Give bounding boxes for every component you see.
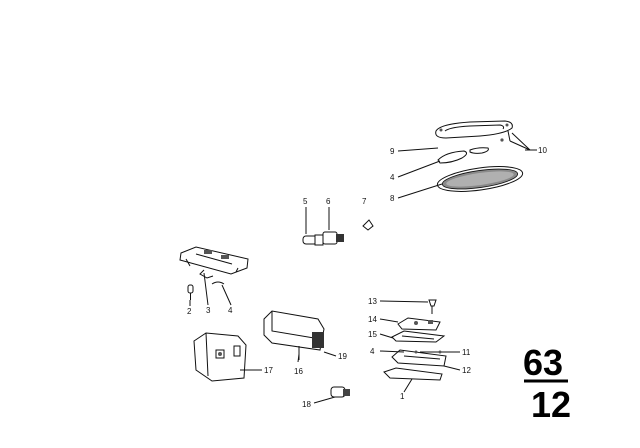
callout-1: 1 [400,392,405,401]
callout-13: 13 [368,297,377,306]
lens-strip-part [391,349,447,367]
callout-15: 15 [368,330,377,339]
callout-19: 19 [338,352,347,361]
terminal-block-part [193,332,247,382]
callout-6: 6 [326,197,331,206]
cap-part [362,219,374,231]
subsection-number: 12 [531,384,571,425]
callout-2: 2 [187,307,192,316]
screw-part [187,284,194,300]
connector-housing-part [263,310,325,360]
callout-17: 17 [264,366,273,375]
callout-16: 16 [294,367,303,376]
housing-part [383,367,443,381]
callout-12: 12 [462,366,471,375]
callout-11: 11 [462,348,471,357]
callout-8: 8 [390,194,395,203]
lens-frame-part [435,120,513,142]
section-number: 63 [523,342,563,383]
callout-14: 14 [368,315,377,324]
gasket-part [437,147,489,164]
bulb-part [302,234,324,246]
callout-4-top: 4 [390,173,395,182]
lamp-holder-part [179,246,249,275]
callout-9: 9 [390,147,395,156]
lens-part [436,166,524,192]
callout-10: 10 [538,146,547,155]
reflector-part [397,317,441,331]
callout-3: 3 [206,306,211,315]
seal-part [391,330,446,343]
callout-4-left: 4 [228,306,233,315]
socket-part [322,231,344,245]
callout-18: 18 [302,400,311,409]
bulb-small-part [330,386,350,398]
group-number: 63 12 [523,342,571,425]
callout-5: 5 [303,197,308,206]
screw-top-part [428,299,437,314]
callout-7: 7 [362,197,367,206]
callout-4-bottom: 4 [370,347,375,356]
callouts: 9 10 4 8 5 6 7 2 3 4 13 14 15 4 11 12 1 … [187,146,547,409]
contact-spring-part [199,269,225,285]
